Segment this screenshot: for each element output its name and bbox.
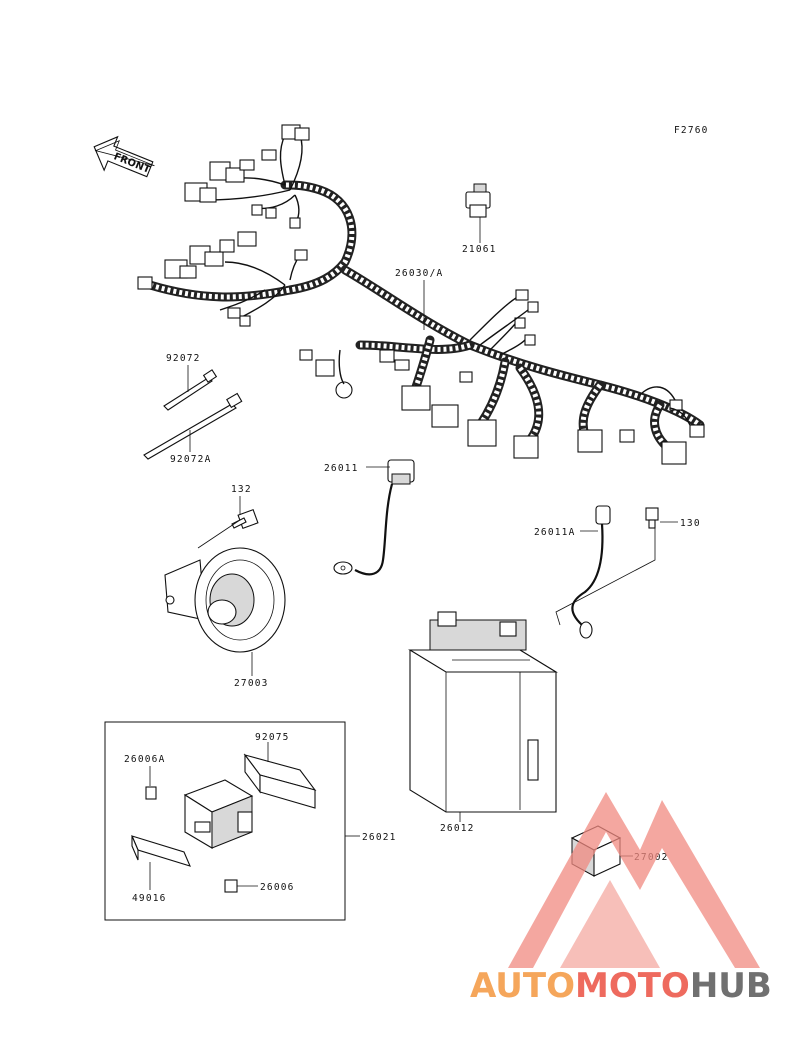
junction-box-group bbox=[104, 721, 360, 921]
junction-box-26021 bbox=[183, 779, 254, 849]
bolt-130 bbox=[555, 507, 678, 626]
label-harness: 26030/A bbox=[395, 268, 443, 279]
label-92075: 92075 bbox=[255, 732, 290, 743]
label-21061: 21061 bbox=[462, 244, 497, 255]
battery-lead-26011 bbox=[333, 459, 415, 576]
battery-26012 bbox=[408, 611, 558, 822]
figure-code: F2760 bbox=[674, 125, 709, 136]
watermark-auto: AUTO bbox=[470, 966, 575, 1006]
watermark-moto: MOTO bbox=[575, 966, 690, 1006]
fuse-26006a-shape bbox=[145, 786, 157, 800]
label-27003: 27003 bbox=[234, 678, 269, 689]
fuse-26006-shape bbox=[224, 879, 238, 893]
label-92072a: 92072A bbox=[170, 454, 212, 465]
watermark-hub: HUB bbox=[690, 966, 772, 1006]
label-49016: 49016 bbox=[132, 893, 167, 904]
horn-bolt-132 bbox=[231, 496, 259, 530]
front-arrow: FRONT bbox=[93, 135, 155, 178]
horn-27003 bbox=[164, 519, 286, 676]
label-26021: 26021 bbox=[362, 832, 397, 843]
battery-lead-26011a bbox=[571, 505, 611, 639]
main-wiring-harness bbox=[137, 124, 705, 465]
bracket-49016 bbox=[131, 835, 191, 890]
automotohub-watermark-logo: AUTOMOTOHUB bbox=[470, 792, 772, 1006]
label-26006: 26006 bbox=[260, 882, 295, 893]
label-130: 130 bbox=[680, 518, 701, 529]
cable-tie-short bbox=[163, 365, 218, 411]
label-26006a: 26006A bbox=[124, 754, 166, 765]
cable-tie-long bbox=[143, 392, 243, 460]
label-132: 132 bbox=[231, 484, 252, 495]
small-relay-21061 bbox=[465, 183, 491, 243]
label-92072: 92072 bbox=[166, 353, 201, 364]
label-26011: 26011 bbox=[324, 463, 359, 474]
fuse-case-92075 bbox=[243, 742, 317, 809]
label-26011a: 26011A bbox=[534, 527, 576, 538]
svg-text:AUTOMOTOHUB: AUTOMOTOHUB bbox=[470, 966, 772, 1006]
label-26012: 26012 bbox=[440, 823, 475, 834]
